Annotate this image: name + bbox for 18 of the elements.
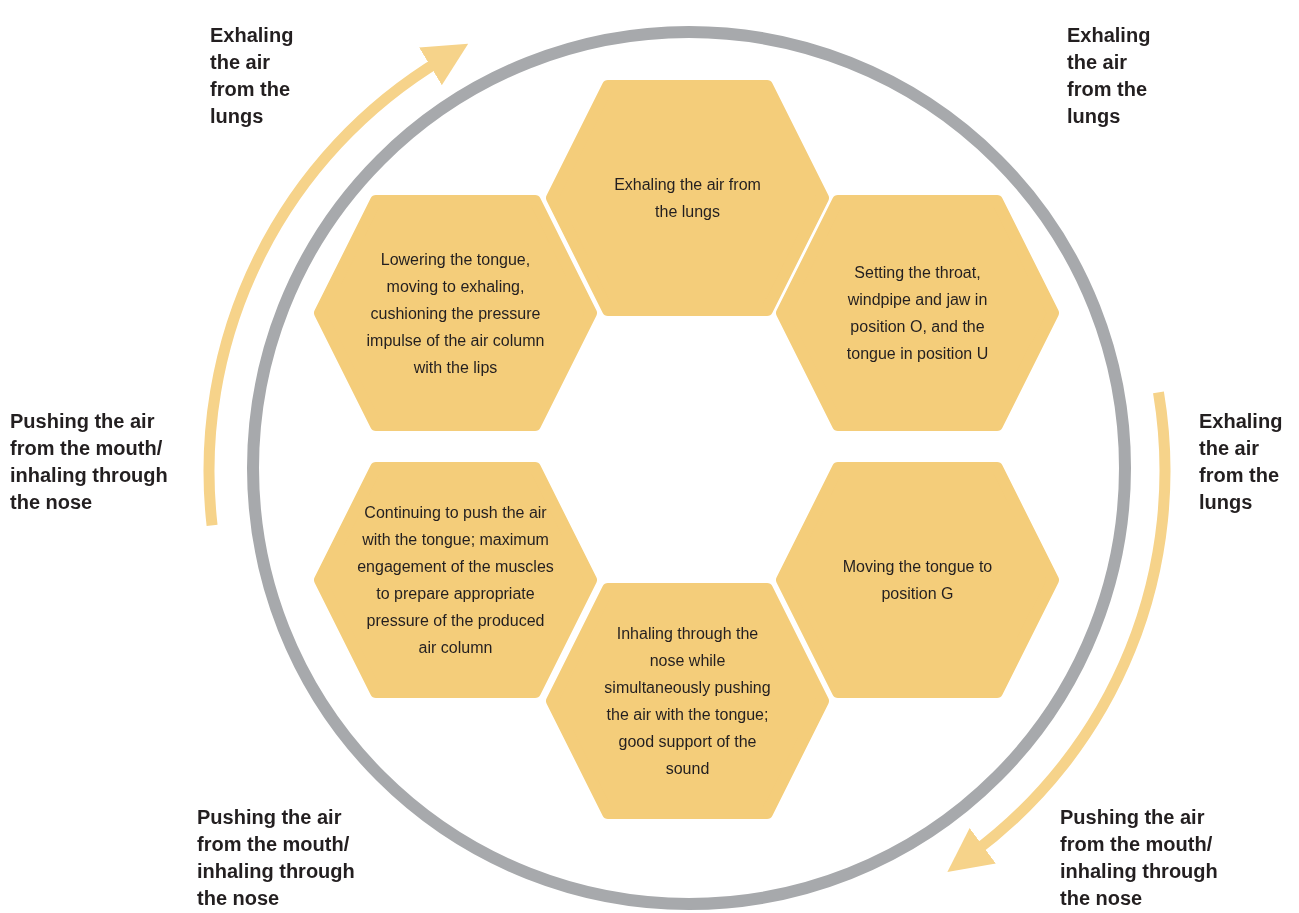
stage-label: Pushing the air from the mouth/ inhaling through the nose — [10, 409, 169, 515]
step-text: Inhaling through the nose while simultaneously pushing the air with the tongue; good support of the sound — [603, 624, 772, 779]
stage-label: Exhaling the air from the lungs — [1067, 23, 1152, 129]
stage-label: Pushing the air from the mouth/ inhaling through the nose — [197, 805, 356, 911]
stage-label: Exhaling the air from the lungs — [1199, 409, 1284, 515]
step-text: Setting the throat, windpipe and jaw in position O, and the tongue in position U — [845, 263, 990, 364]
step-text: Lowering the tongue, moving to exhaling, cushioning the pressure impulse of the air column with the lips — [365, 249, 546, 378]
hexagon-box — [314, 462, 597, 698]
hexagon-box — [546, 80, 829, 316]
stage-label: Pushing the air from the mouth/ inhaling through the nose — [1060, 805, 1219, 911]
hexagon-box — [314, 195, 597, 431]
stage-label: Exhaling the air from the lungs — [210, 23, 295, 129]
step-text: Moving the tongue to position G — [841, 557, 994, 604]
hexagon-box — [546, 583, 829, 819]
step-text: Continuing to push the air with the tongue; maximum engagement of the muscles to prepare appropriate pressure of the produced air column — [356, 503, 555, 658]
hexagon-box — [776, 195, 1059, 431]
step-text: Exhaling the air from the lungs — [613, 175, 762, 222]
hexagon-box — [776, 462, 1059, 698]
